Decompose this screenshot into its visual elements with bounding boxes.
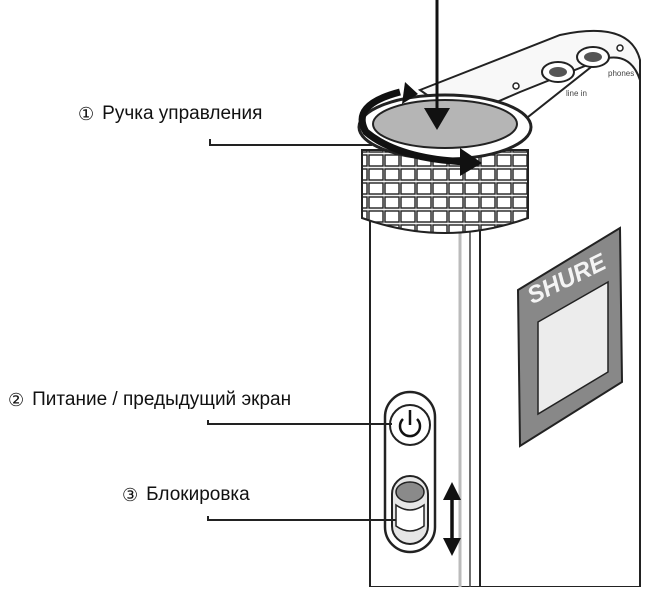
callout-number: ② <box>8 389 25 410</box>
audio-jacks: line in phones <box>512 44 634 98</box>
leader-lines <box>207 139 396 521</box>
power-button[interactable] <box>389 404 431 446</box>
jack-label-line-in: line in <box>566 89 587 98</box>
callout-label: Блокировка <box>146 484 250 505</box>
lock-slider[interactable] <box>391 475 429 545</box>
callout-label: Питание / предыдущий экран <box>32 389 292 410</box>
power-icon <box>398 410 422 438</box>
callout-power-button: ② Питание / предыдущий экран <box>8 389 291 411</box>
callout-label: Ручка управления <box>102 103 263 124</box>
control-knob[interactable] <box>357 93 533 234</box>
jack-label-phones: phones <box>608 69 634 78</box>
down-arrow-icon <box>424 0 450 130</box>
display-panel: SHURE <box>516 226 624 448</box>
callout-number: ① <box>78 103 95 124</box>
callout-control-knob: ① Ручка управления <box>78 103 262 125</box>
callout-number: ③ <box>122 484 139 505</box>
callout-lock-slider: ③ Блокировка <box>122 484 250 506</box>
curved-rotation-arrow-icon <box>358 82 482 176</box>
double-vertical-arrow-icon <box>443 482 461 556</box>
